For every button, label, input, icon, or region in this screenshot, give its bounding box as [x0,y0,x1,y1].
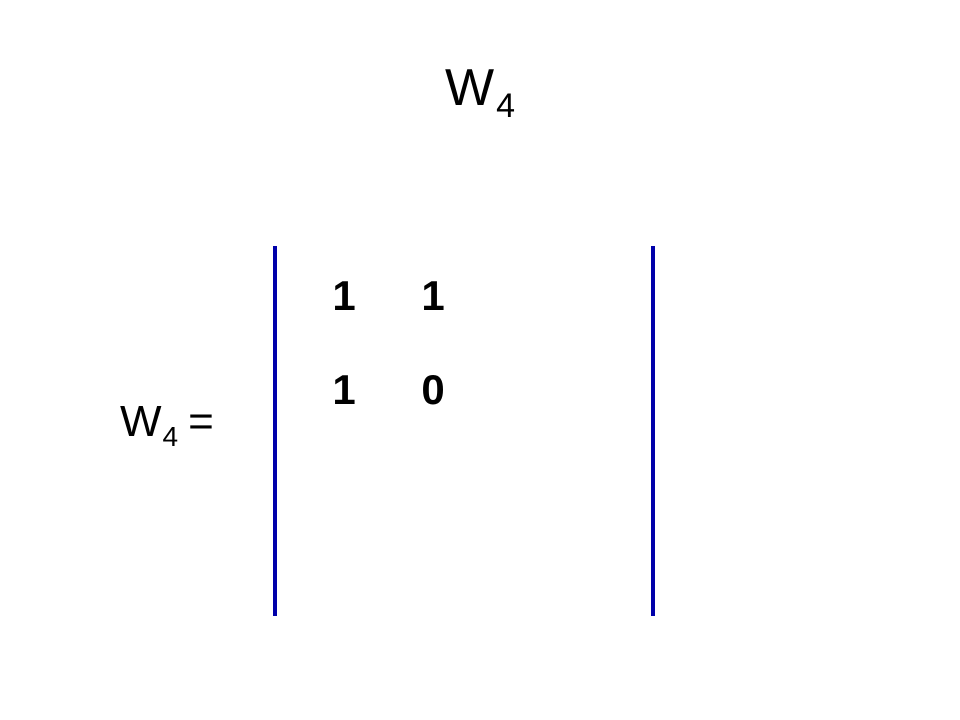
matrix-cell-1-1: 0 [421,366,445,413]
equals-sign: = [188,397,214,446]
matrix-cell-0-1: 1 [421,272,445,319]
matrix-cell-1-0: 1 [332,366,356,413]
equation-lhs: W4 = [120,396,214,453]
lhs-subscript: 4 [162,421,179,452]
title-base: W [444,59,495,117]
title-subscript: 4 [496,87,515,125]
matrix-right-bar [651,246,655,616]
slide-title: W4 [0,58,960,125]
lhs-base: W [120,397,162,446]
matrix-left-bar [273,246,277,616]
matrix-cell-0-0: 1 [332,272,356,319]
